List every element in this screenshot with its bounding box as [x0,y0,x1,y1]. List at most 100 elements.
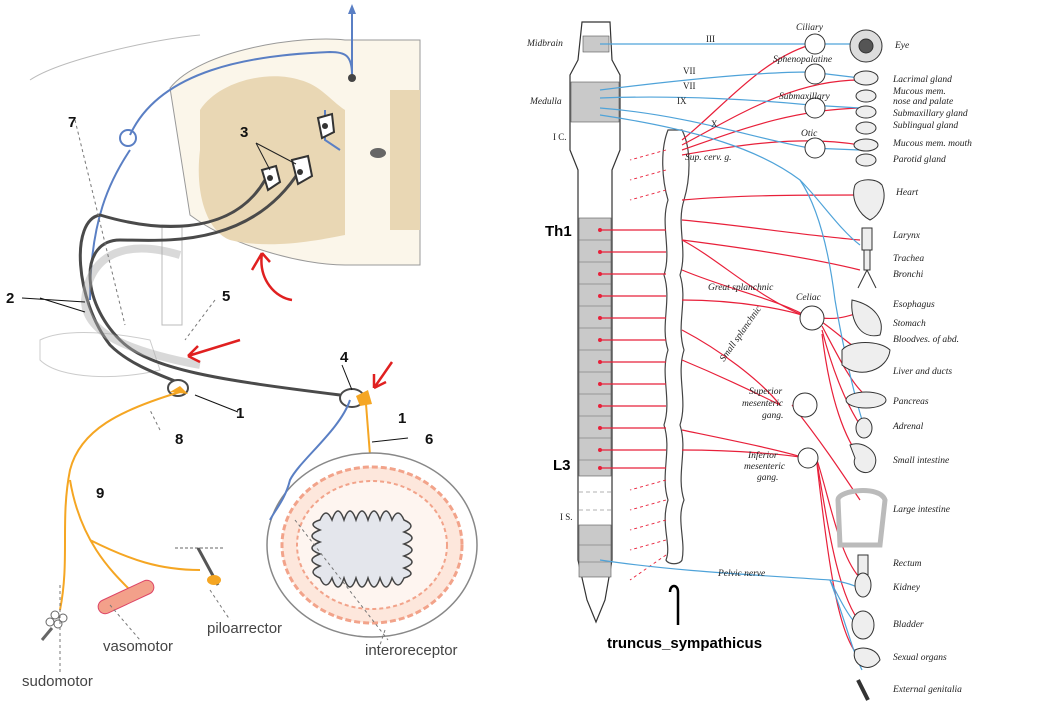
label-truncus-sympathicus: truncus_sympathicus [607,635,762,652]
label-sup-cerv: Sup. cerv. g. [685,153,732,163]
label-otic: Otic [801,129,818,139]
sphenopalatine-ganglion [804,63,826,85]
organ-large-intestine: Large intestine [892,505,950,515]
organ-heart: Heart [895,188,919,198]
organ-bronchi: Bronchi [893,270,924,280]
label-inf-mes-1: Inferior [747,450,778,461]
organ-small-intestine: Small intestine [893,456,949,466]
organ-lacrimal: Lacrimal gland [892,75,952,85]
label-9: 9 [96,485,104,502]
solid-pointers [21,297,409,443]
organ-liver: Liver and ducts [892,367,952,377]
organ-kidney: Kidney [892,583,921,593]
submaxillary-ganglion [804,97,826,119]
cranial-nerve-x: X [711,119,718,129]
organ-bladder: Bladder [893,620,924,630]
body-outline [29,34,201,81]
sympathetic-trunk [662,129,690,565]
blood-vessel [97,579,155,615]
parasympathetic-fibers [599,43,863,671]
heart-shape [853,179,885,221]
organ-sublingual: Sublingual gland [893,121,958,131]
trunk-pointer-arrow [668,584,680,625]
spinal-reflex-diagram: 1 1 2 3 4 5 6 7 8 9 piloarrector vasomot… [6,4,478,690]
red-arrow-ventral [250,252,293,302]
label-2: 2 [6,290,14,307]
caption-sudomotor: sudomotor [22,673,93,690]
label-1-right: 1 [398,410,406,427]
superior-mesenteric-ganglion [792,392,818,418]
organ-external-genitalia: External genitalia [892,685,962,695]
organ-shapes [835,29,891,701]
label-l3: L3 [553,457,571,474]
gut-lumen [311,510,413,588]
organ-adrenal: Adrenal [892,422,924,432]
afferent-arrow [348,4,356,14]
organ-pancreas: Pancreas [892,397,929,407]
label-5: 5 [222,288,230,305]
organ-eye: Eye [894,41,909,51]
organ-mucous-nose-1: Mucous mem. [892,87,946,97]
organ-sexual: Sexual organs [893,653,947,663]
label-6: 6 [425,431,433,448]
red-arrow-left-ganglion [187,338,241,364]
ciliary-ganglion [804,33,826,55]
pointer-lines [59,119,389,675]
cranial-nerve-vii-b: VII [683,81,696,91]
stomach-shape [851,299,882,337]
label-medulla: Medulla [529,97,562,107]
organ-mucous-mouth: Mucous mem. mouth [892,139,972,149]
trunk-rami-dashes [629,149,667,581]
gut-cross-section [266,452,478,638]
preganglionic-fiber-a [88,169,341,397]
lateral-horn-neurons [260,112,336,192]
otic-ganglion [804,137,826,159]
organ-submaxillary-gland: Submaxillary gland [893,109,968,119]
liver-shape [841,342,891,373]
caption-piloarrector: piloarrector [207,620,282,637]
central-canal [370,148,386,158]
label-sphenopalatine: Sphenopalatine [773,55,832,65]
label-sup-mes-3: gang. [762,411,783,421]
interoreceptor-afferent [269,399,351,521]
segment-lines [579,239,611,563]
organ-parotid: Parotid gland [892,155,946,165]
organ-mucous-nose-2: nose and palate [893,97,953,107]
sweat-gland [40,610,68,641]
caption-vasomotor: vasomotor [103,638,173,655]
label-pelvic-nerve: Pelvic nerve [717,569,765,579]
cranial-nerve-vii-a: VII [683,66,696,76]
hair-follicle [175,547,225,586]
postganglionic-fiber-9 [59,391,201,611]
organ-rectum: Rectum [892,559,922,569]
label-celiac: Celiac [796,293,822,303]
afferent-fiber [129,8,353,136]
label-sup-mes-2: mesenteric [742,399,784,409]
organ-esophagus: Esophagus [892,300,935,310]
thoracolumbar-region [578,217,612,477]
vertebral-outline [39,332,161,378]
label-7: 7 [68,114,76,131]
label-th1: Th1 [545,223,572,240]
label-3: 3 [240,124,248,141]
label-great-splanchnic: Great splanchnic [708,283,774,293]
label-8: 8 [175,431,183,448]
ganglion-left [167,379,189,397]
ventral-root [80,244,201,369]
inferior-mesenteric-ganglion [797,447,819,469]
label-ic: I C. [553,132,567,142]
afferent-terminal [348,74,356,82]
label-inf-mes-2: mesenteric [744,462,786,472]
caption-interoreceptor: interoreceptor [365,642,458,659]
grey-matter [198,76,345,245]
celiac-ganglion [799,305,825,331]
organ-bloodves: Bloodves. of abd. [893,334,959,345]
organ-stomach: Stomach [893,319,926,329]
dorsal-root-ganglion-cell [119,129,137,147]
grey-matter-right [390,90,420,230]
organ-trachea: Trachea [893,254,924,264]
organ-larynx: Larynx [892,231,921,241]
label-midbrain: Midbrain [526,39,563,49]
label-1-left: 1 [236,405,244,422]
